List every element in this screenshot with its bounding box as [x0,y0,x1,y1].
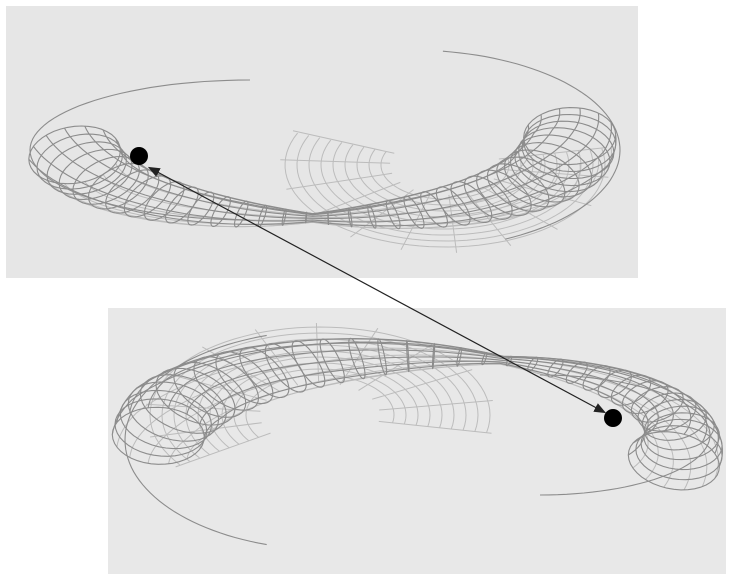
wireframe-surface-top [29,51,620,253]
point-marker-top [130,147,148,165]
point-marker-bottom [604,409,622,427]
wireframe-surface-bottom [112,323,722,545]
